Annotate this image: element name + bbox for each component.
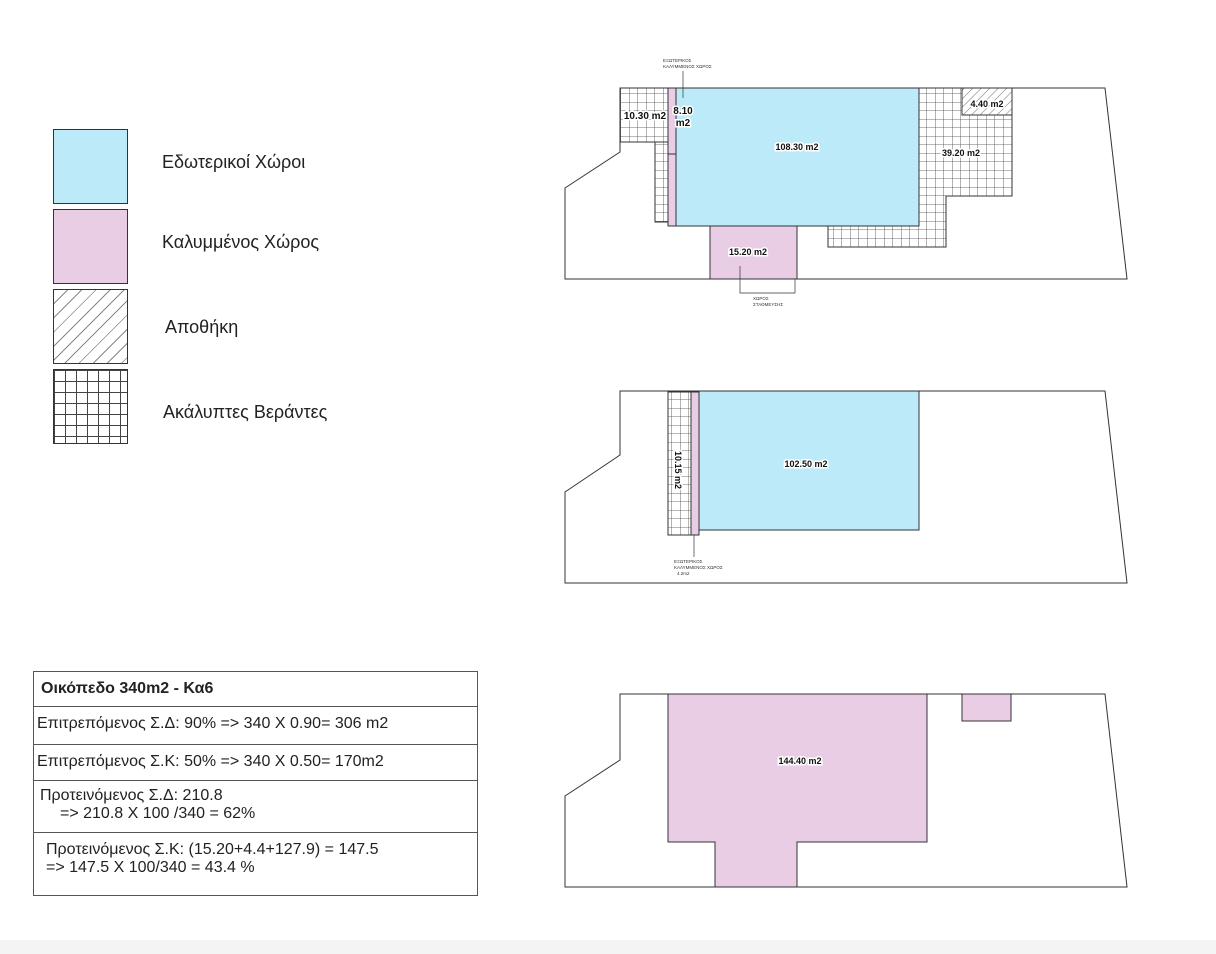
proposed-sk-line2: => 147.5 Χ 100/340 = 43.4 % bbox=[46, 859, 255, 876]
summary-row-allowed-sd: Επιτρεπόμενος Σ.Δ: 90% => 340 Χ 0.90= 30… bbox=[34, 707, 477, 745]
plan3-label-covered: 144.40 m2 bbox=[778, 756, 821, 766]
plan1-label-interior: 108.30 m2 bbox=[775, 142, 818, 152]
legend-label-storage: Αποθήκη bbox=[165, 317, 239, 337]
bottom-bar bbox=[0, 940, 1216, 954]
summary-title: Οικόπεδο 340m2 - Κα6 bbox=[34, 672, 477, 707]
proposed-sd-line1: Προτεινόμενος Σ.Δ: 210.8 bbox=[40, 787, 223, 804]
veranda-left bbox=[619, 87, 671, 143]
plan1-note-bottom-2: ΣΤΑΘΜΕΥΣΗΣ bbox=[753, 302, 783, 307]
interior-room bbox=[698, 390, 920, 531]
plan2-label-veranda: 10.15 m2 bbox=[673, 451, 683, 489]
covered-swatch bbox=[53, 209, 128, 284]
parking-area bbox=[709, 225, 798, 280]
plan1-label-veranda-left: 10.30 m2 bbox=[624, 111, 667, 122]
covered-area bbox=[667, 693, 928, 888]
interior-swatch bbox=[53, 129, 128, 204]
plan1-label-parking: 15.20 m2 bbox=[729, 247, 767, 257]
legend-label-interior: Εδωτερικοί Χώροι bbox=[162, 152, 306, 172]
storage-room bbox=[961, 87, 1013, 116]
plan1-label-covered-a: 8.10 bbox=[673, 106, 693, 117]
covered-strip-lower bbox=[667, 153, 677, 227]
plan2-note-2: ΚΑΛΥΜΜΕΝΟΣ ΧΩΡΟΣ bbox=[674, 565, 723, 570]
plan1-note-top-2: ΚΑΛΥΜΜΕΝΟΣ ΧΩΡΟΣ bbox=[663, 64, 712, 69]
proposed-sd-line2: => 210.8 Χ 100 /340 = 62% bbox=[60, 805, 256, 822]
veranda-right bbox=[827, 87, 1013, 248]
summary-row-allowed-sk: Επιτρεπόμενος Σ.Κ: 50% => 340 Χ 0.50= 17… bbox=[34, 745, 477, 781]
summary-row-proposed-sd: Προτεινόμενος Σ.Δ: 210.8 => 210.8 Χ 100 … bbox=[34, 781, 477, 833]
plot-outline-3 bbox=[564, 693, 1128, 888]
plan-3: 144.40 m2 bbox=[564, 693, 1128, 888]
plan2-note-1: ΕΞΩΤΕΡΙΚΟΣ bbox=[674, 559, 703, 564]
plan2-note-3: 4.2m2 bbox=[677, 571, 690, 576]
plan2-label-interior: 102.50 m2 bbox=[784, 459, 827, 469]
proposed-sk-line1: Προτεινόμενος Σ.Κ: (15.20+4.4+127.9) = 1… bbox=[46, 841, 379, 858]
plan1-label-storage: 4.40 m2 bbox=[970, 99, 1003, 109]
plan1-label-covered-b: m2 bbox=[676, 118, 691, 129]
plan1-note-bottom-1: ΧΩΡΟΣ bbox=[753, 296, 769, 301]
covered-strip bbox=[690, 391, 700, 536]
legend-label-veranda: Ακάλυπτες Βεράντες bbox=[163, 402, 328, 422]
note-leader-bottom bbox=[739, 266, 796, 294]
plan1-note-top-1: ΕΞΩΤΕΡΙΚΟΣ bbox=[663, 58, 692, 63]
covered-small bbox=[961, 693, 1012, 722]
plot-outline-1 bbox=[564, 87, 1128, 280]
plan-1: 10.30 m2 8.10 m2 108.30 m2 4.40 m2 39.20… bbox=[564, 58, 1128, 307]
plot-outline-2 bbox=[564, 390, 1128, 584]
summary-row-proposed-sk: Προτεινόμενος Σ.Κ: (15.20+4.4+127.9) = 1… bbox=[34, 833, 477, 895]
summary-table: Οικόπεδο 340m2 - Κα6 Επιτρεπόμενος Σ.Δ: … bbox=[33, 671, 478, 896]
plan-2: 10.15 m2 102.50 m2 ΕΞΩΤΕΡΙΚΟΣ ΚΑΛΥΜΜΕΝΟΣ… bbox=[564, 390, 1128, 584]
veranda-swatch bbox=[53, 369, 128, 444]
storage-swatch bbox=[53, 289, 128, 364]
plan1-label-veranda-right: 39.20 m2 bbox=[942, 148, 980, 158]
legend-label-covered: Καλυμμένος Χώρος bbox=[162, 232, 320, 252]
interior-room bbox=[675, 87, 920, 227]
